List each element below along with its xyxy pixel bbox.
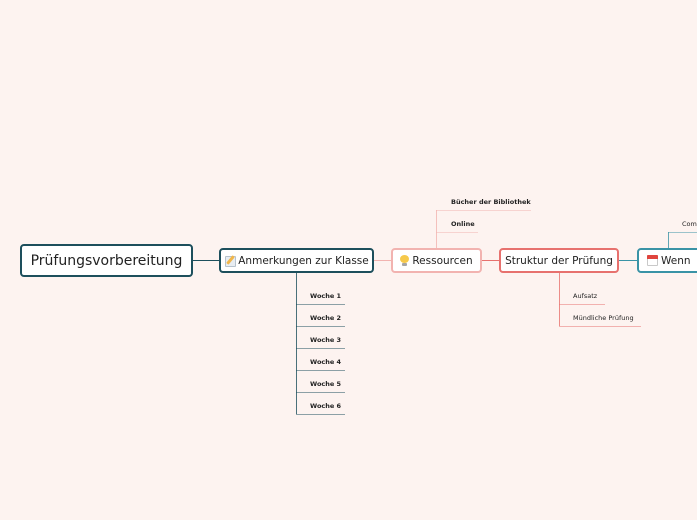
topic-anmerkungen-label: Anmerkungen zur Klasse [238,254,369,267]
subtopic-woche-4[interactable]: Woche 4 [310,358,342,366]
topic-struktur-label: Struktur der Prüfung [505,254,613,267]
topic-anmerkungen[interactable]: Anmerkungen zur Klasse [219,248,374,273]
root-node[interactable]: Prüfungsvorbereitung [20,244,193,277]
pencil-memo-icon [224,255,237,267]
topic-wenn[interactable]: Wenn [637,248,697,273]
subtopic-woche-3[interactable]: Woche 3 [310,336,342,344]
topic-struktur[interactable]: Struktur der Prüfung [499,248,619,273]
subtopic-online[interactable]: Online [451,220,475,228]
subtopic-woche-1[interactable]: Woche 1 [310,292,342,300]
subtopic-woche-5[interactable]: Woche 5 [310,380,342,388]
subtopic-muendliche-pruefung[interactable]: Mündliche Prüfung [573,314,634,322]
root-label: Prüfungsvorbereitung [30,252,183,269]
calendar-icon [647,255,658,266]
topic-wenn-label: Wenn [661,254,691,267]
subtopic-woche-6[interactable]: Woche 6 [310,402,342,410]
topic-ressourcen[interactable]: Ressourcen [391,248,482,273]
subtopic-aufsatz[interactable]: Aufsatz [573,292,598,300]
subtopic-woche-2[interactable]: Woche 2 [310,314,342,322]
light-bulb-icon [400,255,410,266]
subtopic-buecher[interactable]: Bücher der Bibliothek [451,198,531,206]
subtopic-com[interactable]: Com [682,220,697,228]
topic-ressourcen-label: Ressourcen [412,254,473,267]
